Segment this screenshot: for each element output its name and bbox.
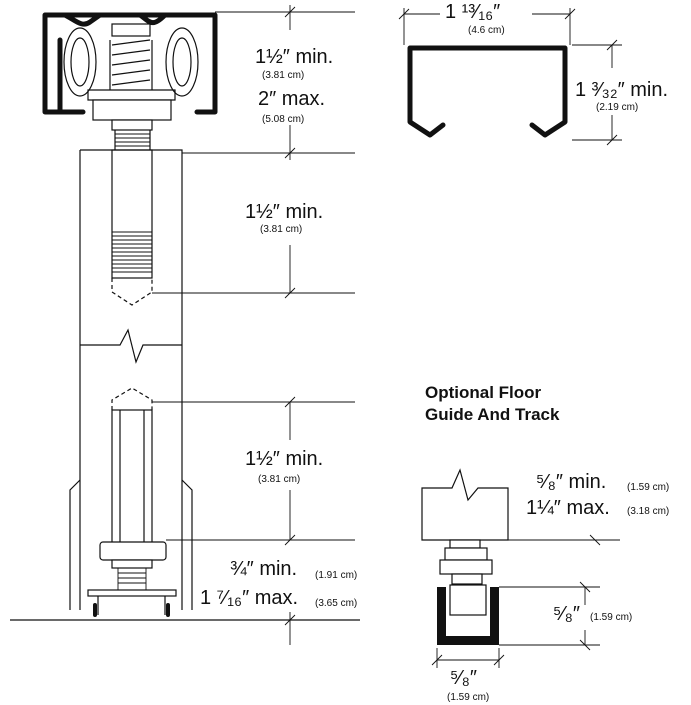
bottom-min-label: ¾″ min. (230, 558, 297, 580)
door-top-label: 1½″ min. (245, 201, 323, 223)
optional-floor-guide (421, 468, 620, 668)
bottom-min-metric: (1.91 cm) (315, 570, 357, 581)
door-bottom-metric: (3.81 cm) (258, 474, 300, 485)
top-max-label: 2″ max. (258, 88, 325, 110)
left-dimension-lines (152, 5, 355, 645)
door-panel (69, 149, 193, 617)
door-top-metric: (3.81 cm) (260, 224, 302, 235)
guide-height-label: ⁵⁄₈″ (553, 603, 580, 625)
track-height-label: 1 ³⁄₃₂″ min. (575, 79, 668, 101)
bottom-max-label: 1 ⁷⁄₁₆″ max. (200, 587, 298, 609)
guide-width-metric: (1.59 cm) (447, 692, 489, 703)
guide-max-metric: (3.18 cm) (627, 506, 669, 517)
track-profile (398, 8, 622, 146)
section-title-line1: Optional Floor (425, 383, 542, 402)
guide-min-label: ⁵⁄₈″ min. (536, 471, 606, 493)
guide-height-metric: (1.59 cm) (590, 612, 632, 623)
track-height-metric: (2.19 cm) (596, 102, 638, 113)
guide-max-label: 1¼″ max. (526, 497, 610, 519)
door-bottom-label: 1½″ min. (245, 448, 323, 470)
bottom-max-metric: (3.65 cm) (315, 598, 357, 609)
section-title-line2: Guide And Track (425, 405, 560, 424)
top-min-metric: (3.81 cm) (262, 70, 304, 81)
top-track-with-roller (42, 12, 218, 150)
guide-width-label: ⁵⁄₈″ (450, 667, 477, 689)
top-max-metric: (5.08 cm) (262, 114, 304, 125)
track-width-label: 1 ¹³⁄₁₆″ (445, 1, 500, 23)
top-min-label: 1½″ min. (255, 46, 333, 68)
track-width-metric: (4.6 cm) (468, 25, 505, 36)
guide-min-metric: (1.59 cm) (627, 482, 669, 493)
